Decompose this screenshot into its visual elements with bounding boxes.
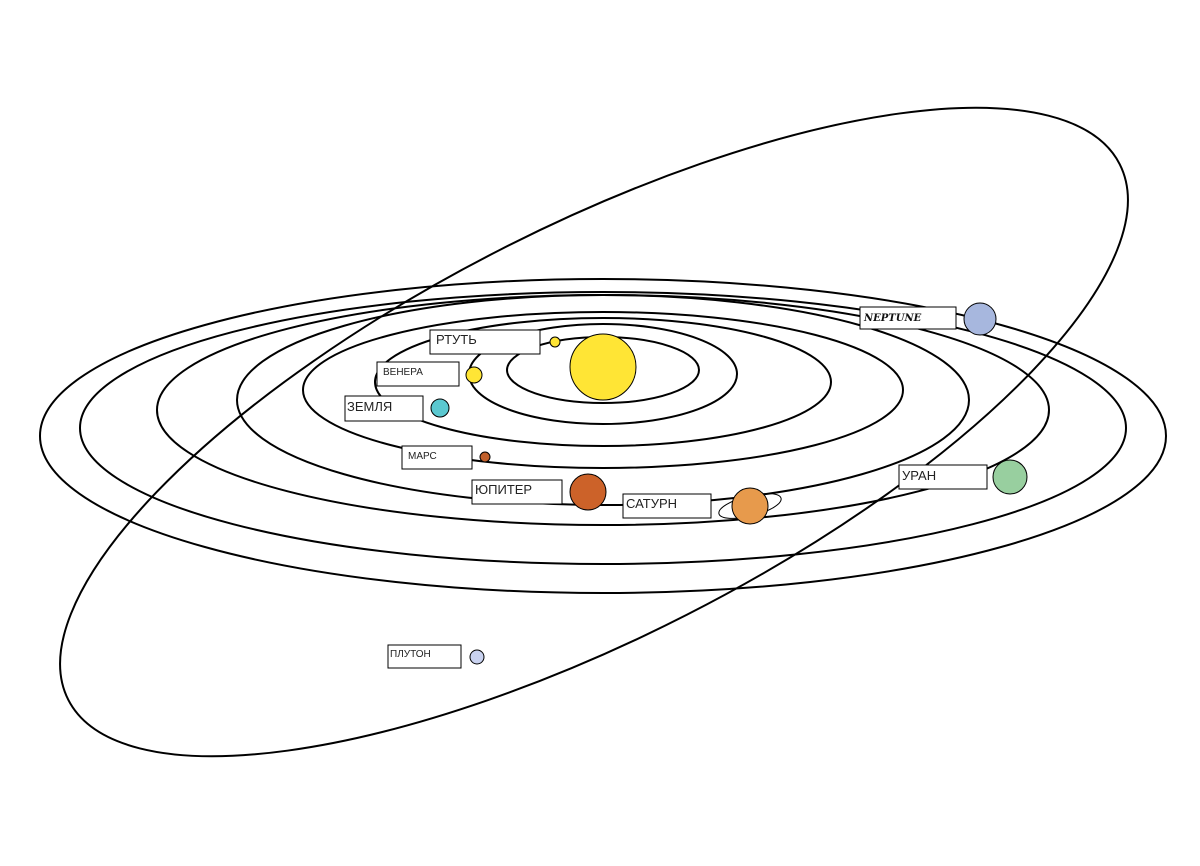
label-pluto-text: ПЛУТОН xyxy=(390,649,431,660)
uranus-planet xyxy=(992,459,1028,495)
pluto-planet xyxy=(469,649,485,665)
label-venus: ВЕНЕРА xyxy=(376,361,460,387)
earth-planet xyxy=(430,398,450,418)
labels: РТУТЬ ВЕНЕРА ЗЕМЛЯ МАРС ЮПИТЕР САТУРН УР… xyxy=(344,306,988,669)
label-venus-text: ВЕНЕРА xyxy=(383,367,423,378)
sun-icon xyxy=(569,333,637,401)
label-mars: МАРС xyxy=(401,445,473,470)
label-pluto: ПЛУТОН xyxy=(387,644,462,669)
label-mercury: РТУТЬ xyxy=(429,329,541,355)
label-saturn-text: САТУРН xyxy=(626,496,677,511)
label-neptune: NEPTUNE xyxy=(859,306,957,330)
label-earth: ЗЕМЛЯ xyxy=(344,395,424,422)
venus-planet xyxy=(465,366,483,384)
jupiter-planet xyxy=(569,473,607,511)
neptune-planet xyxy=(963,302,997,336)
label-mars-text: МАРС xyxy=(408,451,437,462)
label-earth-text: ЗЕМЛЯ xyxy=(347,399,392,414)
mars-planet xyxy=(479,451,491,463)
orbit-earth xyxy=(374,317,832,447)
label-uranus: УРАН xyxy=(898,464,988,490)
orbit-saturn xyxy=(156,294,1050,526)
mercury-planet xyxy=(549,336,561,348)
label-jupiter-text: ЮПИТЕР xyxy=(475,482,532,497)
label-saturn: САТУРН xyxy=(622,493,712,519)
orbit-uranus xyxy=(79,291,1127,565)
label-jupiter: ЮПИТЕР xyxy=(471,479,563,505)
label-mercury-text: РТУТЬ xyxy=(436,332,477,347)
orbit-neptune xyxy=(39,278,1167,594)
saturn-planet xyxy=(731,487,769,525)
label-uranus-text: УРАН xyxy=(902,468,936,483)
label-neptune-text: NEPTUNE xyxy=(863,313,922,324)
bodies xyxy=(430,302,1028,665)
orbit-mars xyxy=(302,311,904,469)
